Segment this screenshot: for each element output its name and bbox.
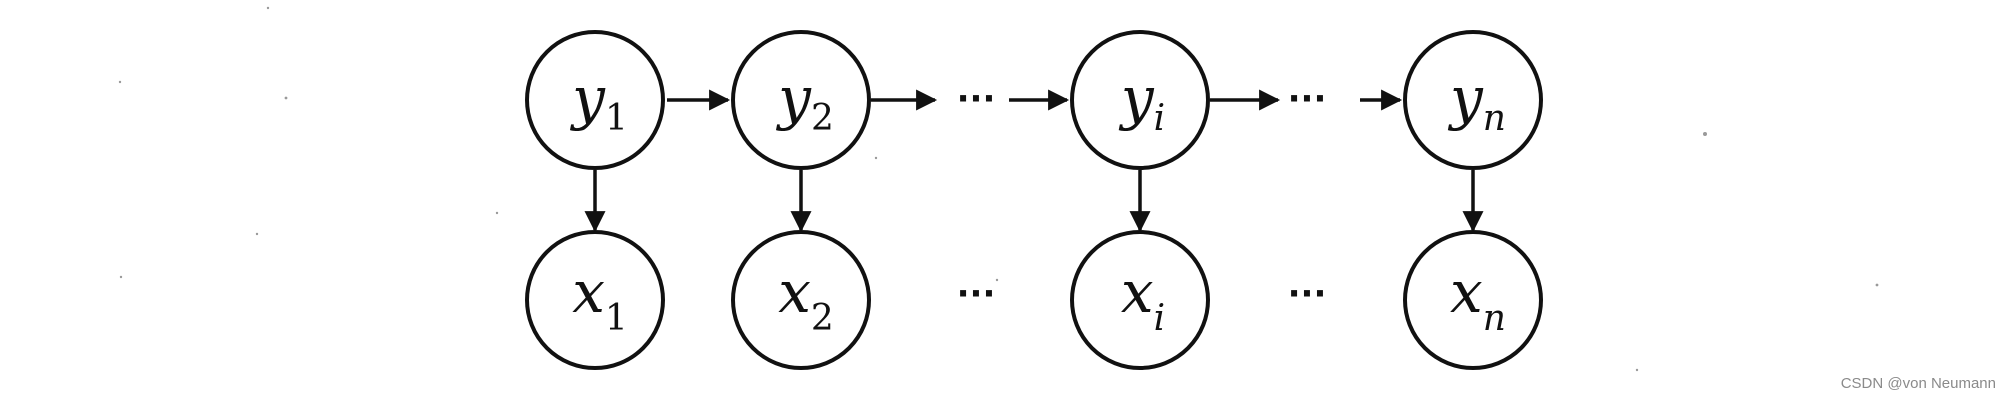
node-x1: x1	[525, 230, 665, 370]
node-yn-index: n	[1483, 98, 1506, 139]
svg-text:y1: y1	[569, 64, 628, 139]
svg-text:x1: x1	[572, 258, 628, 339]
node-xn: xn	[1403, 230, 1543, 370]
node-x2: x2	[731, 230, 871, 370]
node-xi: xi	[1070, 230, 1210, 370]
scan-specks	[118, 6, 1879, 372]
ellipsis-top-right: ···	[1288, 79, 1327, 119]
node-yi-index: i	[1154, 98, 1166, 139]
node-x2-letter: x	[778, 258, 811, 326]
node-xi-index: i	[1154, 298, 1166, 339]
node-y1-letter: y	[569, 64, 606, 132]
ellipsis-bottom-right: ···	[1288, 274, 1327, 314]
node-y2: y2	[731, 30, 871, 170]
edges: ··· ··· ··· ···	[584, 79, 1484, 314]
node-yi-letter: y	[1118, 64, 1155, 132]
svg-text:yn: yn	[1447, 64, 1506, 139]
ellipsis-top-left: ···	[957, 79, 996, 119]
node-x1-letter: x	[572, 258, 605, 326]
node-y2-letter: y	[775, 64, 812, 132]
node-y2-index: 2	[811, 98, 834, 139]
node-x2-index: 2	[811, 298, 834, 339]
svg-text:x2: x2	[778, 258, 834, 339]
node-y1-index: 1	[605, 98, 628, 139]
node-xn-letter: x	[1450, 258, 1483, 326]
svg-text:yi: yi	[1118, 64, 1165, 139]
ellipsis-bottom-left: ···	[957, 274, 996, 314]
node-yn-letter: y	[1447, 64, 1484, 132]
node-y1: y1	[525, 30, 665, 170]
node-yn: yn	[1403, 30, 1543, 170]
svg-text:y2: y2	[775, 64, 834, 139]
watermark: CSDN @von Neumann	[1840, 375, 1996, 392]
svg-text:xi: xi	[1121, 258, 1165, 339]
svg-text:xn: xn	[1450, 258, 1506, 339]
node-yi: yi	[1070, 30, 1210, 170]
node-x1-index: 1	[605, 298, 628, 339]
node-xi-letter: x	[1121, 258, 1154, 326]
node-xn-index: n	[1483, 298, 1506, 339]
